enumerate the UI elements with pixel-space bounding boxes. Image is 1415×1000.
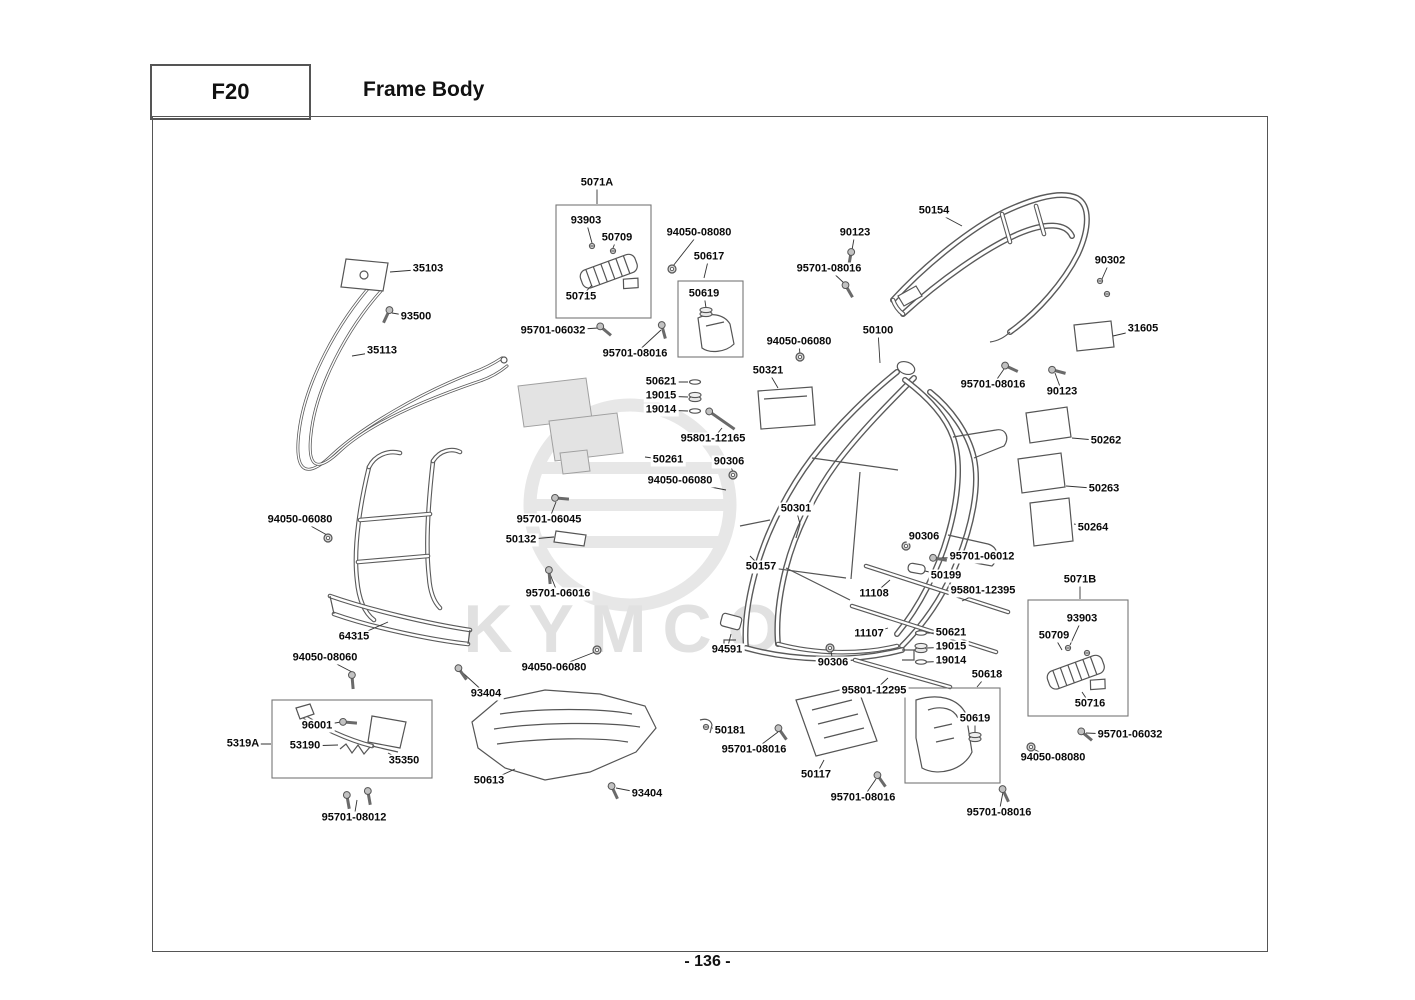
bolt-icon <box>841 281 854 299</box>
long-bolt-95801-12165 <box>705 407 736 431</box>
grommet-icon <box>688 391 702 403</box>
washer-icon <box>914 630 928 636</box>
bolt-icon <box>774 724 788 741</box>
screw-icon <box>1083 649 1091 657</box>
group-box-50619-top <box>677 280 744 358</box>
bolt-icon <box>998 785 1010 803</box>
screw-icon <box>702 723 710 731</box>
bracket-50618 <box>915 696 973 773</box>
bolt-icon <box>1001 361 1019 373</box>
bolt-icon <box>339 718 358 726</box>
stand-bracket-35350 <box>367 715 407 749</box>
bolt-icon <box>342 791 351 810</box>
plate-50117 <box>795 685 878 757</box>
reinforcement-plates-50261 <box>517 377 624 475</box>
screw-icon <box>1064 644 1072 652</box>
screw-icon <box>609 247 617 255</box>
footpeg-assembly-5071a <box>579 253 639 290</box>
bolt-icon <box>873 771 887 788</box>
group-boxes <box>271 204 1129 784</box>
page-number: - 136 - <box>684 953 731 970</box>
bolt-icon <box>657 321 667 339</box>
group-box-5319a <box>271 699 433 779</box>
group-box-5071a <box>555 204 652 319</box>
steering-head <box>896 360 916 376</box>
bolt-icon <box>1048 365 1066 375</box>
nut-icon <box>728 470 738 480</box>
group-box-50618 <box>904 687 1001 784</box>
bolt-icon <box>363 787 372 806</box>
stand-pedal-53190 <box>295 703 315 720</box>
section-code: F20 <box>211 79 250 104</box>
cable-bracket-35103 <box>340 258 389 292</box>
bolt-icon <box>1077 727 1093 742</box>
nut-icon <box>825 643 835 653</box>
collar-50199 <box>907 562 926 575</box>
bracket-50321 <box>757 386 816 430</box>
bracket-50617 <box>697 314 735 353</box>
washer-icon <box>688 408 702 414</box>
diagram-border <box>152 116 1268 952</box>
nut-icon <box>667 264 677 274</box>
section-code-box: F20 <box>150 64 311 120</box>
nut-icon <box>592 645 602 655</box>
washer-icon <box>688 379 702 385</box>
side-stand-group-5319a <box>295 703 407 755</box>
group-box-5071b <box>1027 599 1129 717</box>
nut-icon <box>323 533 333 543</box>
bolt-icon <box>551 494 570 502</box>
screw-icon <box>1096 277 1104 285</box>
grommet-icon <box>699 306 713 318</box>
nut-icon <box>1026 742 1036 752</box>
washer-icon <box>914 659 928 665</box>
under-cover-50613 <box>471 689 657 781</box>
grommet-icon <box>914 642 928 654</box>
pad-94591 <box>719 612 743 631</box>
bolt-icon <box>545 566 553 585</box>
grommet-icon <box>968 731 982 743</box>
panel-50264 <box>1029 497 1074 547</box>
bolt-icon <box>348 671 356 690</box>
page-title: Frame Body <box>363 78 485 101</box>
cable-bracket-hole <box>359 270 369 280</box>
panel-31605 <box>1073 320 1115 352</box>
fastener-icons <box>323 242 1111 810</box>
panel-50262 <box>1025 406 1072 444</box>
bolt-icon <box>454 664 468 681</box>
bolt-icon <box>929 553 948 562</box>
bolt-icon <box>847 248 856 267</box>
bolt-icon <box>382 306 394 324</box>
nut-icon <box>901 541 911 551</box>
throttle-cables-35113 <box>296 277 509 471</box>
rear-carrier-50154 <box>893 195 1087 343</box>
footpeg-assembly-5071b <box>1046 654 1106 691</box>
screw-icon <box>588 242 596 250</box>
stand-spring <box>339 743 371 755</box>
hook-50181 <box>699 718 713 734</box>
front-subframe-64315 <box>330 450 470 644</box>
bolt-icon <box>596 322 612 337</box>
bolt-icon <box>607 782 619 800</box>
bracket-50132 <box>553 530 587 547</box>
panel-50263 <box>1017 452 1066 494</box>
nut-icon <box>795 352 805 362</box>
screw-icon <box>1103 290 1111 298</box>
